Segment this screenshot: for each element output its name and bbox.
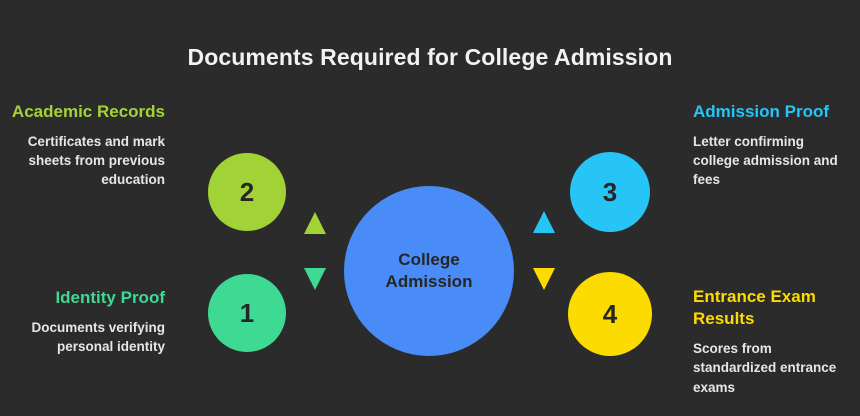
item-admission-proof: Admission Proof Letter confirming colleg… — [693, 101, 848, 190]
node-number-1: 1 — [239, 298, 255, 328]
item-identity-proof: Identity Proof Documents verifying perso… — [10, 287, 165, 356]
item-description-identity-proof: Documents verifying personal identity — [31, 320, 165, 355]
triangle-down-icon-right — [533, 268, 555, 290]
item-entrance-exam-results: Entrance Exam Results Scores from standa… — [693, 286, 851, 397]
node-number-3: 3 — [602, 177, 618, 207]
triangle-down-icon-left — [304, 268, 326, 290]
page-title: Documents Required for College Admission — [187, 44, 673, 70]
item-description-academic-records: Certificates and mark sheets from previo… — [27, 134, 165, 188]
item-title-academic-records: Academic Records — [11, 102, 165, 121]
node-circle-4: 4 — [568, 272, 652, 356]
item-title-identity-proof: Identity Proof — [55, 288, 165, 307]
item-academic-records: Academic Records Certificates and mark s… — [10, 101, 165, 190]
item-title-entrance-exam-results: Entrance Exam Results — [693, 287, 816, 329]
node-number-4: 4 — [602, 299, 618, 329]
node-circle-2: 2 — [208, 153, 286, 231]
node-circle-3: 3 — [570, 152, 650, 232]
item-description-entrance-exam-results: Scores from standardized entrance exams — [693, 341, 837, 395]
node-circle-1: 1 — [208, 274, 286, 352]
center-hub-label: College Admission — [385, 249, 473, 291]
center-hub-circle: College Admission — [344, 186, 514, 356]
triangle-up-icon-right — [533, 211, 555, 233]
item-title-admission-proof: Admission Proof — [693, 102, 830, 121]
node-number-2: 2 — [239, 177, 255, 207]
triangle-up-icon-left — [304, 212, 326, 234]
item-description-admission-proof: Letter confirming college admission and … — [693, 134, 838, 188]
